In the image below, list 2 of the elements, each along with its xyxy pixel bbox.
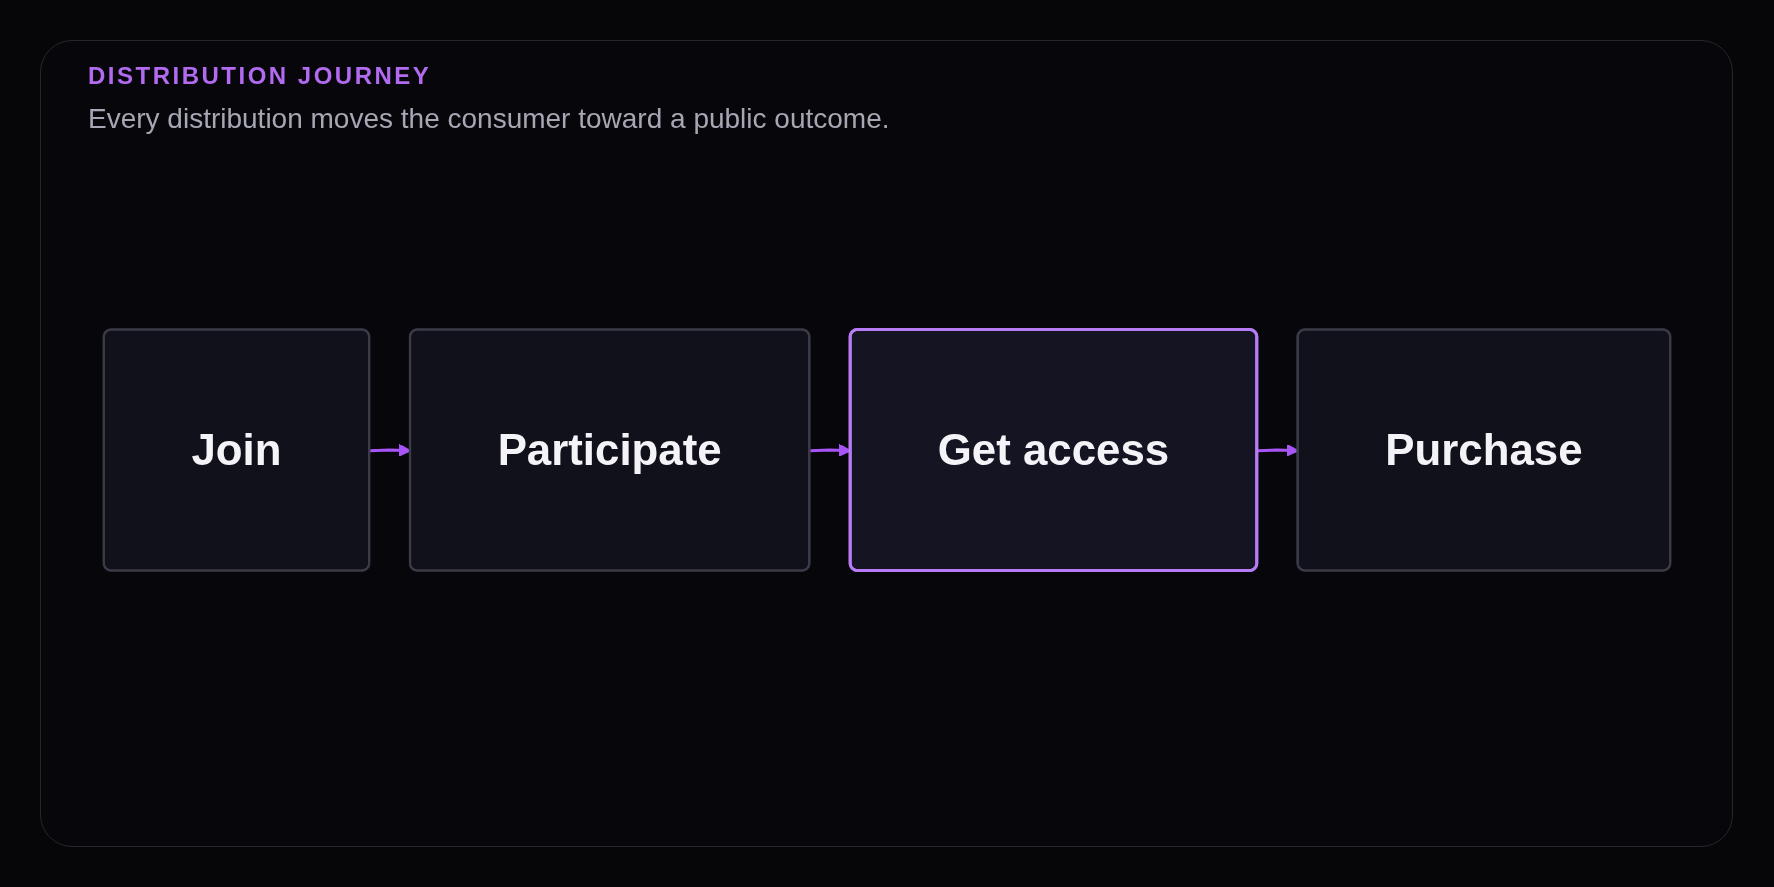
diagram-title: DISTRIBUTION JOURNEY: [88, 62, 432, 90]
subtitle-text: Every distribution moves the consumer toward a public outcome.: [88, 103, 890, 135]
